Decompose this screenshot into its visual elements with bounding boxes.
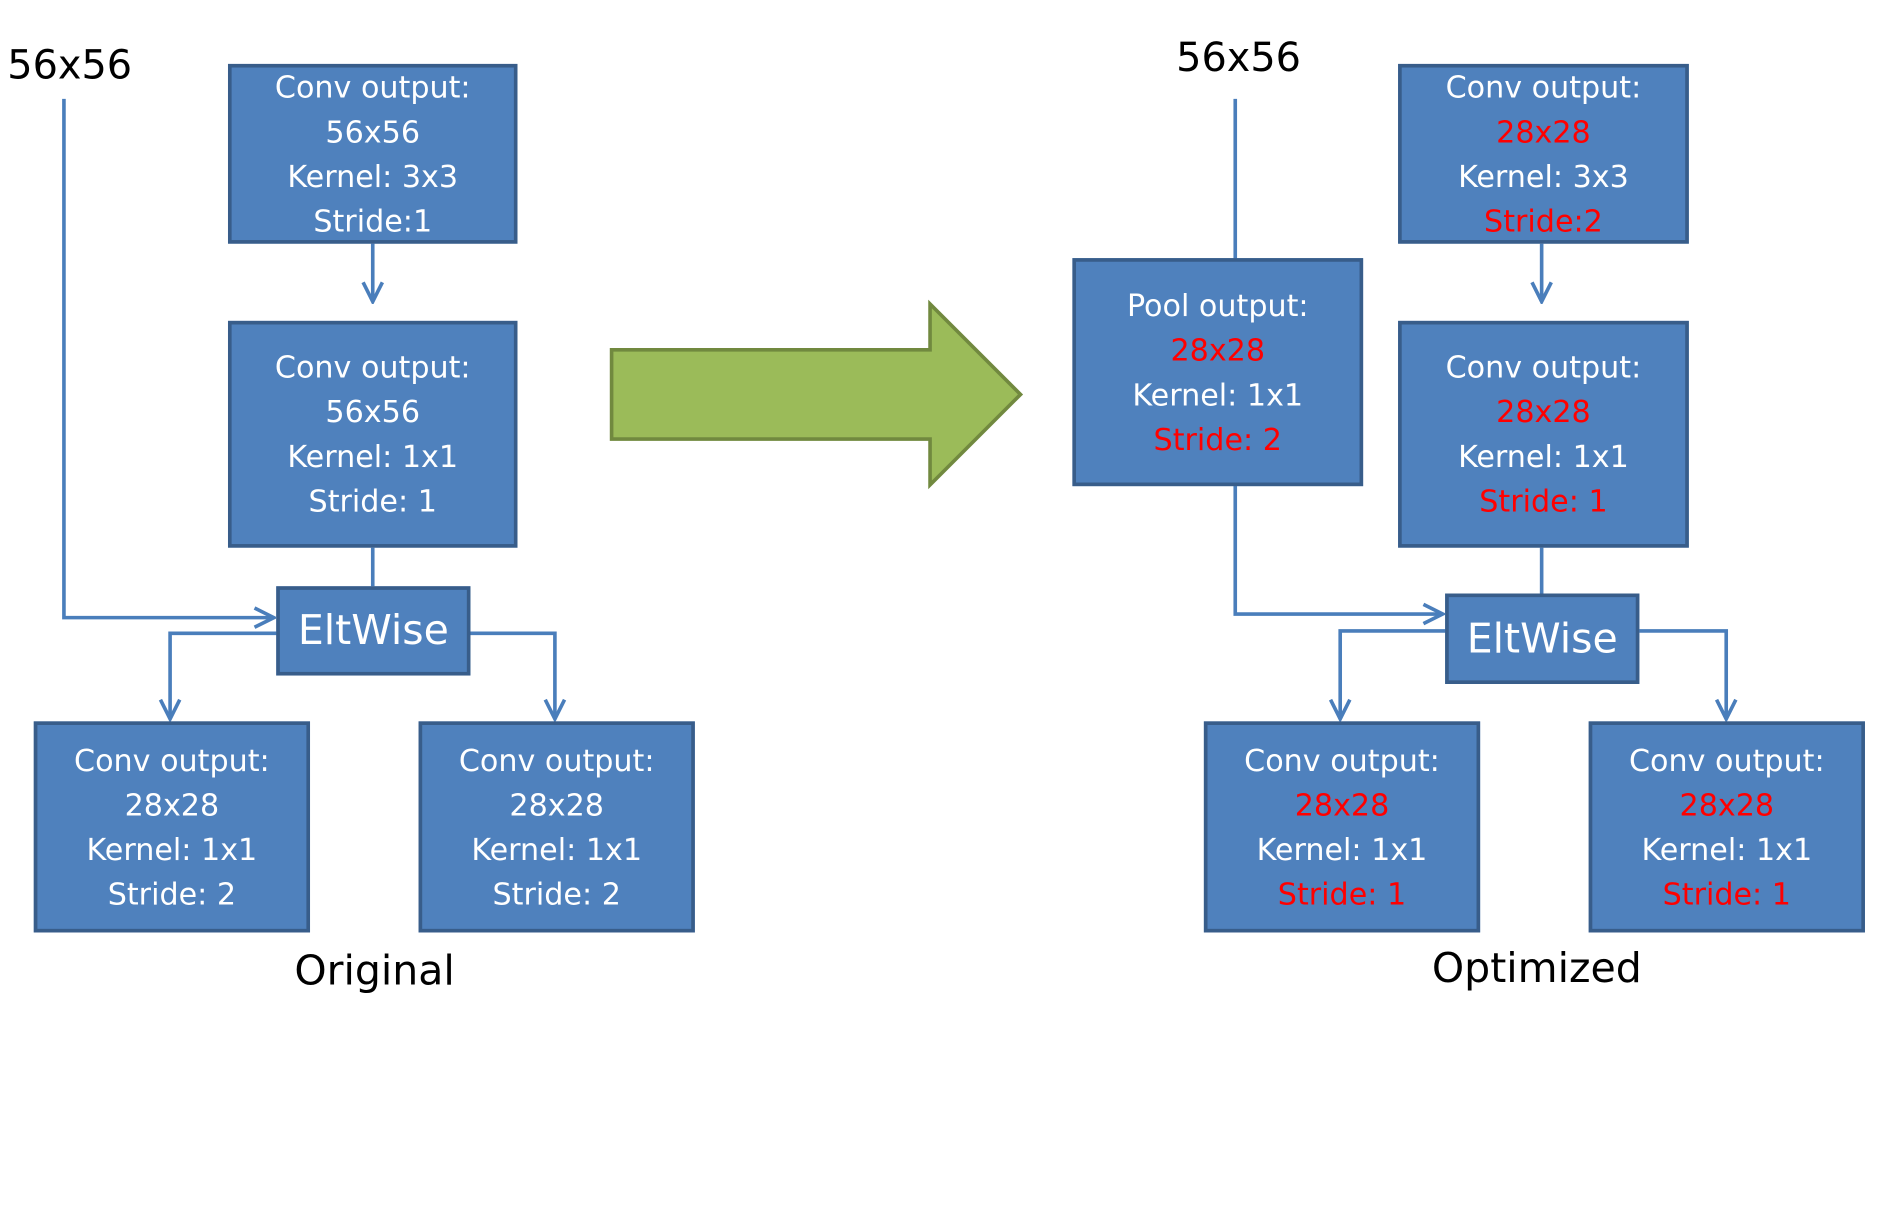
box-size: 28x28 (1679, 787, 1775, 823)
box-size: 56x56 (325, 394, 421, 430)
box-stride: Stride: 1 (1277, 876, 1407, 912)
box-stride: Stride: 2 (1153, 421, 1282, 457)
box-title: Conv output: (74, 742, 270, 778)
box-stride: Stride: 1 (1662, 876, 1791, 912)
box-size: 28x28 (509, 787, 604, 823)
box-kernel: Kernel: 1x1 (1256, 831, 1428, 867)
box-title: Conv output: (274, 69, 471, 105)
orig-caption: Original (294, 946, 455, 996)
orig-eltwise-to-conv4-arrow (470, 631, 554, 719)
orig-conv-box-3: Conv output: 28x28 Kernel: 1x1 Stride: 2 (33, 721, 311, 933)
box-title: Conv output: (458, 742, 655, 778)
orig-input-label: 56x56 (7, 41, 133, 89)
orig-input-connector (62, 98, 274, 618)
box-title: Conv output: (1244, 742, 1440, 778)
eltwise-label: EltWise (1466, 614, 1618, 663)
box-kernel: Kernel: 1x1 (471, 831, 643, 867)
box-kernel: Kernel: 1x1 (1132, 376, 1304, 412)
box-size: 28x28 (124, 787, 220, 823)
box-title: Conv output: (1628, 742, 1825, 778)
box-kernel: Kernel: 1x1 (1458, 439, 1629, 475)
opt-conv-box-1: Conv output: 28x28 Kernel: 3x3 Stride:2 (1398, 63, 1689, 244)
box-title: Conv output: (1445, 349, 1642, 385)
eltwise-label: EltWise (297, 606, 449, 656)
opt-conv-box-2: Conv output: 28x28 Kernel: 1x1 Stride: 1 (1398, 320, 1689, 548)
orig-eltwise-to-conv3-arrow (170, 631, 278, 719)
box-size: 56x56 (325, 113, 421, 149)
box-kernel: Kernel: 1x1 (287, 439, 459, 475)
box-title: Conv output: (1445, 69, 1642, 105)
transform-arrow-icon (609, 299, 1024, 490)
opt-eltwise-box: EltWise (1445, 593, 1640, 684)
box-kernel: Kernel: 1x1 (1641, 831, 1813, 867)
box-stride: Stride:1 (313, 203, 433, 239)
box-size: 28x28 (1170, 332, 1266, 368)
opt-caption: Optimized (1431, 944, 1642, 993)
orig-eltwise-box: EltWise (276, 586, 471, 676)
opt-pool-to-eltwise-connector (1233, 484, 1442, 614)
box-title: Pool output: (1126, 287, 1309, 323)
box-stride: Stride: 2 (492, 876, 621, 912)
opt-conv-box-4: Conv output: 28x28 Kernel: 1x1 Stride: 1 (1588, 721, 1865, 933)
box-kernel: Kernel: 3x3 (1458, 158, 1629, 194)
box-stride: Stride: 2 (107, 876, 237, 912)
box-size: 28x28 (1496, 394, 1591, 430)
orig-conv-box-4: Conv output: 28x28 Kernel: 1x1 Stride: 2 (418, 721, 695, 933)
orig-conv-box-2: Conv output: 56x56 Kernel: 1x1 Stride: 1 (227, 320, 518, 548)
opt-pool-box: Pool output: 28x28 Kernel: 1x1 Stride: 2 (1072, 258, 1364, 487)
opt-input-label: 56x56 (1176, 33, 1302, 81)
box-size: 28x28 (1496, 113, 1591, 149)
opt-eltwise-to-conv4-arrow (1639, 629, 1726, 719)
box-stride: Stride: 1 (308, 483, 437, 519)
box-stride: Stride:2 (1484, 203, 1603, 239)
opt-eltwise-to-conv3-arrow (1340, 629, 1447, 719)
box-kernel: Kernel: 1x1 (86, 831, 258, 867)
box-size: 28x28 (1294, 787, 1390, 823)
box-title: Conv output: (274, 349, 471, 385)
box-stride: Stride: 1 (1479, 483, 1608, 519)
orig-conv-box-1: Conv output: 56x56 Kernel: 3x3 Stride:1 (227, 63, 518, 244)
connectors (62, 98, 1888, 1013)
opt-conv-box-3: Conv output: 28x28 Kernel: 1x1 Stride: 1 (1203, 721, 1481, 933)
box-kernel: Kernel: 3x3 (287, 158, 459, 194)
